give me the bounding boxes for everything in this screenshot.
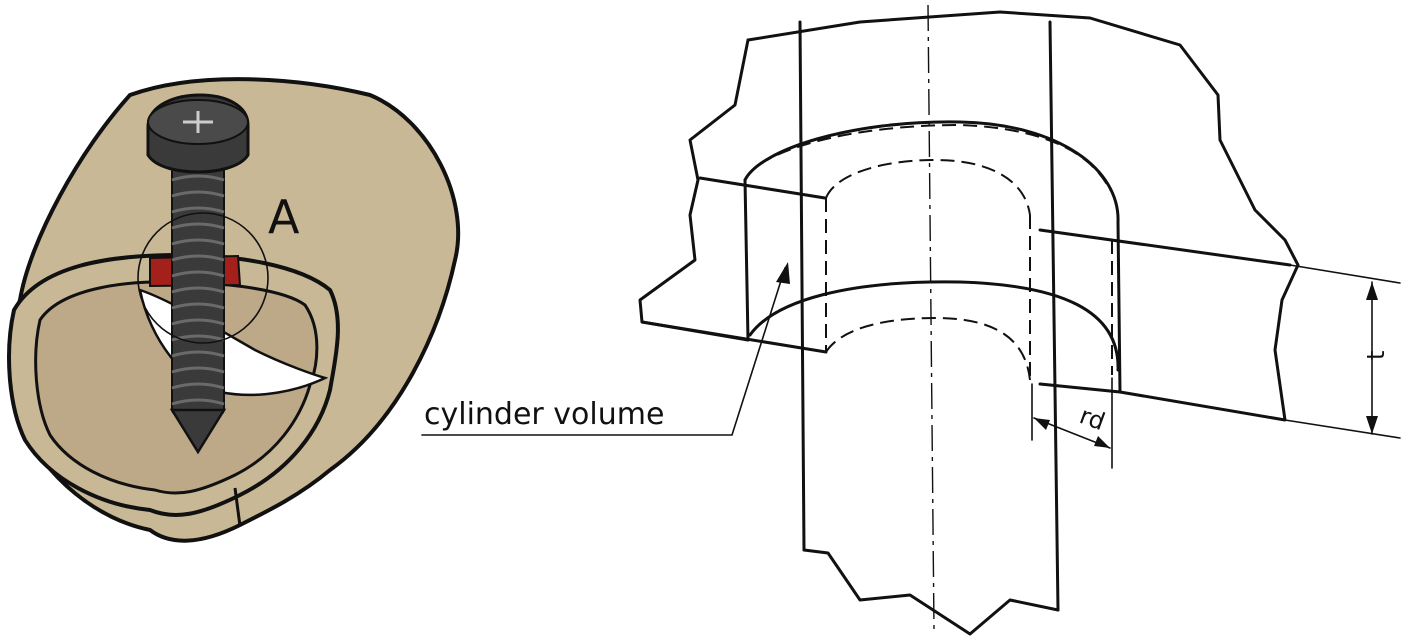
detail-label: A xyxy=(268,190,300,244)
hole-bottom-rim xyxy=(748,280,1120,372)
t-extension-upper xyxy=(1289,264,1401,284)
t-arrow-bottom xyxy=(1366,416,1378,434)
wall-outline xyxy=(746,10,1300,422)
rd-arrow-left xyxy=(1034,418,1050,430)
screw-threads xyxy=(171,174,225,406)
screw-tip xyxy=(169,408,227,455)
rd-label: rd xyxy=(1076,401,1109,436)
callout-arrow xyxy=(776,262,790,284)
pipe-left-edge xyxy=(798,20,806,552)
callout-leader xyxy=(421,267,786,436)
callout-label: cylinder volume xyxy=(424,397,664,432)
hidden-inner-top xyxy=(825,158,1031,216)
detail-circle xyxy=(137,212,269,344)
technical-drawing: t rd cylinder volume xyxy=(421,4,1401,636)
hidden-inner-bottom xyxy=(825,316,1031,381)
phillips-drive-icon xyxy=(183,111,213,133)
pipe-right-edge xyxy=(1048,20,1060,612)
wall-mid-line-upper xyxy=(1038,228,1292,267)
hole-right-edge xyxy=(1116,220,1122,394)
screw-in-tube-illustration: A xyxy=(7,77,461,543)
wall-bottom-surface xyxy=(640,320,828,354)
rd-arrow-right xyxy=(1094,436,1110,448)
pipe-bottom-edge xyxy=(802,548,1060,636)
wall-left-edge xyxy=(638,38,750,342)
tube-split-line xyxy=(233,487,242,527)
t-label: t xyxy=(1362,351,1390,360)
wall-top-surface xyxy=(698,176,827,200)
t-extension-lower xyxy=(1284,419,1401,439)
t-arrow-top xyxy=(1366,282,1378,300)
hole-left-edge xyxy=(743,178,750,342)
